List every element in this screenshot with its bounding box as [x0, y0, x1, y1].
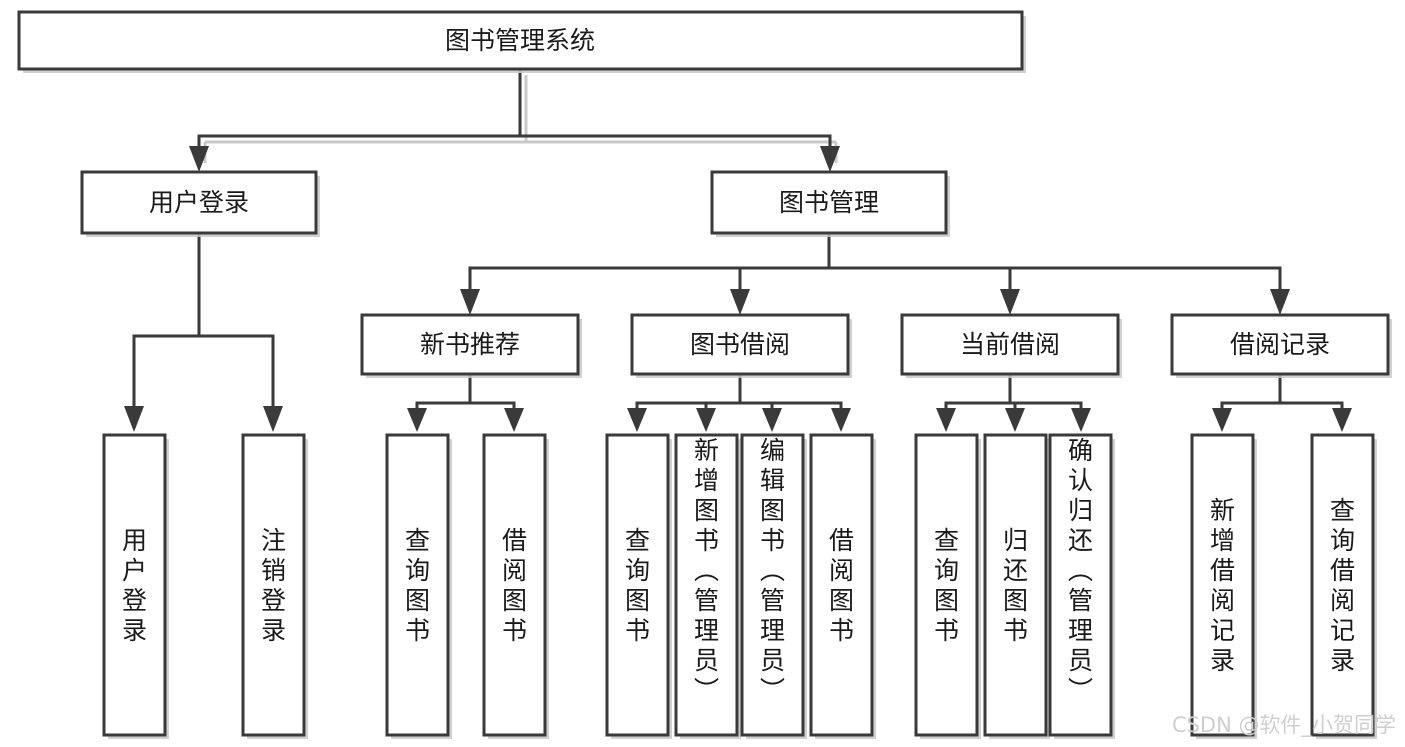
- arrow-head-icon: [1212, 408, 1232, 432]
- arrow-head-icon: [936, 408, 956, 432]
- leaf-node-box[interactable]: [1190, 433, 1255, 737]
- leaf-node-box[interactable]: [914, 433, 979, 737]
- node-root-box[interactable]: [17, 10, 1024, 71]
- leaf-node[interactable]: 归还图书: [983, 433, 1050, 739]
- leaf-node-box[interactable]: [674, 433, 739, 737]
- leaf-node-label: 确认归还︵管理员︶: [1068, 436, 1093, 705]
- arrow-head-icon: [1071, 408, 1091, 432]
- leaf-node-box[interactable]: [1310, 433, 1375, 737]
- node-borrow-record-box[interactable]: [1170, 313, 1390, 376]
- node-new-book-recommend-box[interactable]: [360, 313, 580, 376]
- connector-root-to-level2: [189, 67, 840, 172]
- node-book-management[interactable]: 图书管理: [710, 170, 950, 237]
- arrow-head-icon: [1005, 408, 1025, 432]
- leaf-node-box[interactable]: [605, 433, 670, 737]
- leaf-node-label: 新增借阅记录: [1210, 496, 1235, 675]
- leaf-node[interactable]: 用户登录: [102, 433, 169, 739]
- arrow-head-icon: [1000, 289, 1020, 315]
- leaf-node[interactable]: 借阅图书: [809, 433, 876, 739]
- leaf-node-box[interactable]: [102, 433, 167, 737]
- leaf-node-label: 编辑图书︵管理员︶: [760, 436, 785, 705]
- leaf-node[interactable]: 查询借阅记录: [1310, 433, 1377, 739]
- node-book-borrow[interactable]: 图书借阅: [630, 313, 852, 378]
- connector-book-borrow-to-leaves: [627, 372, 851, 432]
- leaf-node[interactable]: 新增借阅记录: [1190, 433, 1257, 739]
- node-layer: 图书管理系统 用户登录 图书管理 新书推荐: [17, 10, 1392, 739]
- arrow-head-icon: [831, 408, 851, 432]
- node-borrow-record-label: 借阅记录: [1230, 330, 1330, 359]
- leaf-node-box[interactable]: [809, 433, 874, 737]
- arrow-head-icon: [263, 406, 283, 432]
- arrow-head-icon: [124, 406, 144, 432]
- leaf-node[interactable]: 确认归还︵管理员︶: [1048, 433, 1115, 739]
- arrow-head-icon: [762, 408, 782, 432]
- arrow-head-icon: [696, 408, 716, 432]
- arrow-head-icon: [460, 289, 480, 315]
- leaf-node-label: 用户登录: [122, 526, 147, 645]
- node-new-book-recommend-label: 新书推荐: [420, 330, 520, 359]
- node-new-book-recommend[interactable]: 新书推荐: [360, 313, 582, 378]
- leaf-node-box[interactable]: [983, 433, 1048, 737]
- arrow-head-icon: [627, 408, 647, 432]
- node-current-borrow-label: 当前借阅: [960, 330, 1060, 359]
- leaf-node-label: 查询借阅记录: [1330, 496, 1355, 675]
- leaf-node-box[interactable]: [1048, 433, 1113, 737]
- leaf-node-layer: 用户登录 注销登录 查询图书 借阅图书 查询图书 新增图书︵管理员︶ 编辑图书︵管理员︶ 借阅…: [102, 433, 1377, 739]
- node-user-login-box[interactable]: [80, 170, 318, 235]
- leaf-node[interactable]: 借阅图书: [482, 433, 549, 739]
- connector-layer: [124, 67, 1352, 432]
- leaf-node-label: 借阅图书: [502, 526, 527, 645]
- csdn-watermark: CSDN @软件_小贺同学: [1172, 713, 1396, 738]
- node-book-borrow-label: 图书借阅: [690, 330, 790, 359]
- node-current-borrow[interactable]: 当前借阅: [900, 313, 1122, 378]
- node-user-login[interactable]: 用户登录: [80, 170, 320, 237]
- leaf-node-label: 查询图书: [934, 526, 959, 645]
- node-book-management-label: 图书管理: [779, 188, 879, 217]
- arrow-head-icon: [504, 408, 524, 432]
- connector-book-management-to-level3: [460, 231, 1290, 315]
- arrow-head-icon: [407, 408, 427, 432]
- arrow-head-icon: [1270, 289, 1290, 315]
- leaf-node-box[interactable]: [241, 433, 306, 737]
- leaf-node-label: 查询图书: [405, 526, 430, 645]
- leaf-node[interactable]: 编辑图书︵管理员︶: [740, 433, 807, 739]
- leaf-node[interactable]: 注销登录: [241, 433, 308, 739]
- node-user-login-label: 用户登录: [149, 188, 249, 217]
- node-borrow-record[interactable]: 借阅记录: [1170, 313, 1392, 378]
- leaf-node-label: 归还图书: [1003, 526, 1028, 645]
- node-book-management-box[interactable]: [710, 170, 948, 235]
- connector-current-borrow-to-leaves: [936, 372, 1091, 432]
- node-root-label: 图书管理系统: [445, 26, 595, 55]
- connector-borrow-record-to-leaves: [1212, 372, 1352, 432]
- leaf-node-label: 注销登录: [261, 526, 286, 645]
- connector-user-login-to-leaves: [124, 231, 283, 432]
- leaf-node[interactable]: 新增图书︵管理员︶: [674, 433, 741, 739]
- leaf-node[interactable]: 查询图书: [385, 433, 452, 739]
- arrow-head-icon: [1332, 408, 1352, 432]
- leaf-node[interactable]: 查询图书: [914, 433, 981, 739]
- node-current-borrow-box[interactable]: [900, 313, 1120, 376]
- leaf-node-label: 借阅图书: [829, 526, 854, 645]
- leaf-node-box[interactable]: [740, 433, 805, 737]
- leaf-node-box[interactable]: [482, 433, 547, 737]
- leaf-node-label: 新增图书︵管理员︶: [694, 436, 719, 705]
- arrow-head-icon: [820, 146, 840, 172]
- connector-new-book-recommend-to-leaves: [407, 372, 524, 432]
- arrow-head-icon: [730, 289, 750, 315]
- node-root[interactable]: 图书管理系统: [17, 10, 1026, 73]
- leaf-node[interactable]: 查询图书: [605, 433, 672, 739]
- leaf-node-label: 查询图书: [625, 526, 650, 645]
- node-book-borrow-box[interactable]: [630, 313, 850, 376]
- leaf-node-box[interactable]: [385, 433, 450, 737]
- arrow-head-icon: [189, 146, 209, 172]
